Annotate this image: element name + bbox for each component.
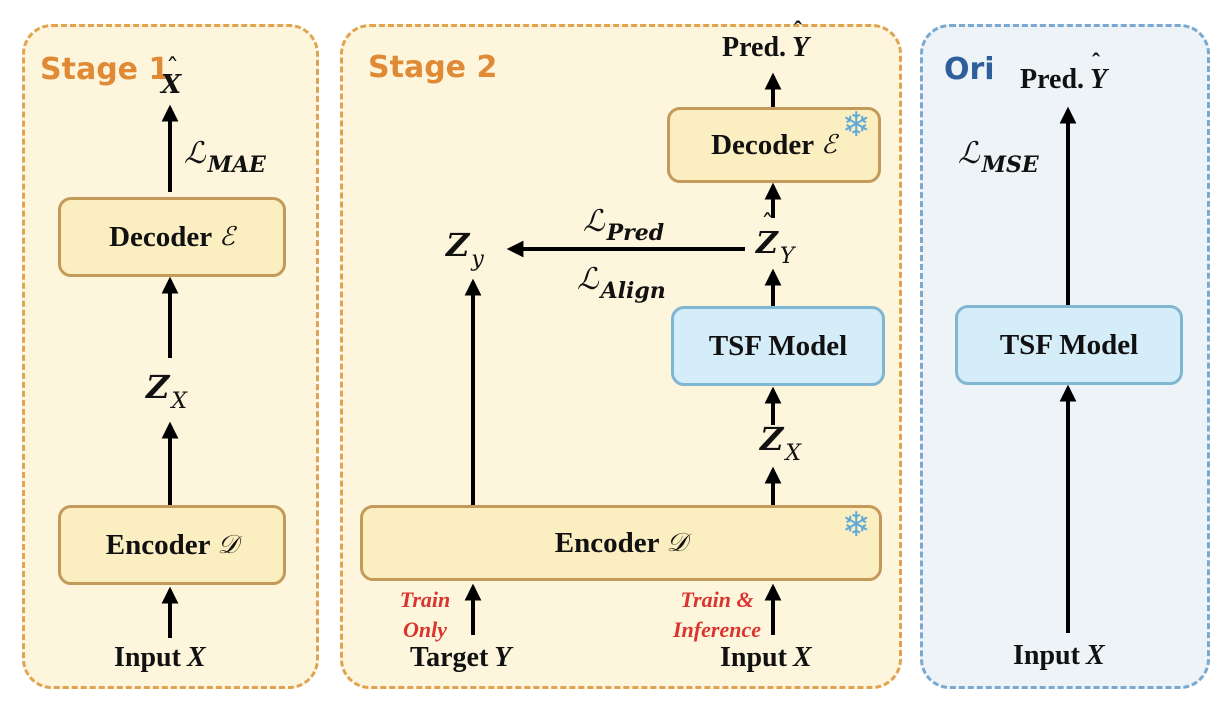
s2-note-train-only: Train Only (399, 587, 451, 642)
stage2-title: Stage 2 (368, 50, 498, 85)
ori-loss-mse: ℒMSE (958, 136, 1039, 178)
s2-note-train-inference: Train & Inference (673, 587, 761, 642)
s2-loss-align: ℒAlign (577, 262, 666, 304)
ori-title: Ori (944, 52, 995, 87)
s2-latent-zhat: ZY (756, 210, 794, 269)
s2-latent-zx: ZX (760, 420, 802, 466)
s1-output-xhat: X (161, 54, 181, 100)
s2-latent-zy: Zy (446, 226, 484, 272)
stage1-title: Stage 1 (40, 52, 170, 87)
s1-latent-zx: ZX (146, 368, 188, 414)
ori-tsf-box: TSF Model (955, 305, 1183, 385)
snowflake-icon: ❄ (842, 505, 871, 545)
snowflake-icon: ❄ (842, 105, 871, 145)
s2-loss-pred: ℒPred (583, 204, 665, 246)
s2-pred-label: Pred.Y (722, 18, 809, 64)
s2-tsf-box: TSF Model (671, 306, 885, 386)
ori-pred-label: Pred.Y (1020, 50, 1107, 96)
s1-loss-mae: ℒMAE (184, 136, 266, 178)
